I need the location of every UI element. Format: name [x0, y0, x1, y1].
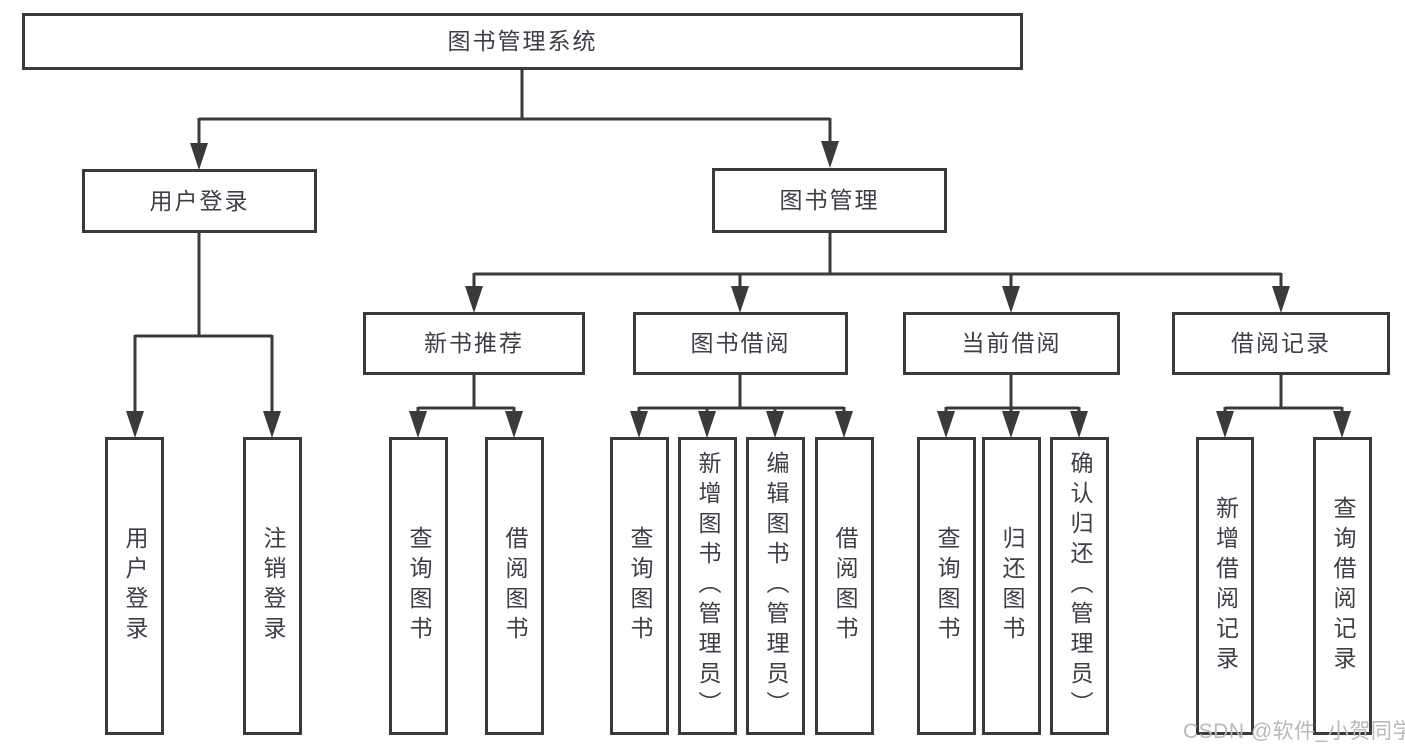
arrow-down-icon — [1216, 411, 1234, 438]
node-book-management: 图书管理 — [712, 168, 947, 233]
arrow-down-icon — [1002, 286, 1020, 313]
node-current-borrow: 当前借阅 — [903, 312, 1120, 375]
arrow-down-icon — [190, 143, 208, 170]
node-leaf-user-login: 用户登录 — [105, 437, 164, 735]
node-leaf-query-books-recommend: 查询图书 — [389, 437, 448, 735]
node-leaf-return-books: 归还图书 — [982, 437, 1041, 735]
node-leaf-edit-book-admin: 编辑图书（管理员） — [746, 437, 805, 735]
arrow-down-icon — [409, 411, 427, 438]
arrow-down-icon — [505, 411, 523, 438]
arrow-down-icon — [698, 411, 716, 438]
connector-user-login-to-leaves — [133, 233, 274, 413]
arrow-down-icon — [1070, 411, 1088, 438]
node-leaf-logout: 注销登录 — [243, 437, 302, 735]
arrow-down-icon — [465, 286, 483, 313]
node-leaf-query-books-borrow: 查询图书 — [610, 437, 669, 735]
arrow-down-icon — [1333, 411, 1351, 438]
connector-root-to-level2 — [197, 70, 832, 145]
connector-new-book-to-leaves — [416, 375, 516, 413]
node-new-book-recommend: 新书推荐 — [363, 312, 585, 375]
connector-book-management-to-level3 — [472, 233, 1283, 288]
arrowheads — [126, 141, 1351, 438]
node-leaf-add-borrow-record: 新增借阅记录 — [1196, 437, 1254, 735]
arrow-down-icon — [766, 411, 784, 438]
node-leaf-add-book-admin: 新增图书（管理员） — [678, 437, 737, 735]
arrow-down-icon — [630, 411, 648, 438]
node-leaf-borrow-books-borrow: 借阅图书 — [815, 437, 874, 735]
node-book-borrow: 图书借阅 — [633, 312, 848, 375]
arrow-down-icon — [126, 411, 144, 438]
arrow-down-icon — [263, 411, 281, 438]
node-leaf-confirm-return-admin: 确认归还（管理员） — [1050, 437, 1109, 735]
connector-borrow-records-to-leaves — [1223, 375, 1344, 413]
node-borrow-records: 借阅记录 — [1172, 312, 1390, 375]
connector-book-borrow-to-leaves — [637, 375, 846, 413]
node-leaf-query-books-current: 查询图书 — [917, 437, 976, 735]
node-root: 图书管理系统 — [22, 13, 1023, 70]
connector-current-borrow-to-leaves — [944, 375, 1081, 413]
arrow-down-icon — [937, 411, 955, 438]
arrow-down-icon — [1272, 286, 1290, 313]
arrow-down-icon — [1002, 411, 1020, 438]
node-user-login: 用户登录 — [82, 169, 317, 233]
node-leaf-borrow-books-recommend: 借阅图书 — [485, 437, 544, 735]
arrow-down-icon — [731, 286, 749, 313]
csdn-watermark: CSDN @软件_小贺同学 — [1183, 720, 1405, 743]
arrow-down-icon — [835, 411, 853, 438]
arrow-down-icon — [821, 141, 839, 168]
node-leaf-query-borrow-record: 查询借阅记录 — [1313, 437, 1372, 735]
